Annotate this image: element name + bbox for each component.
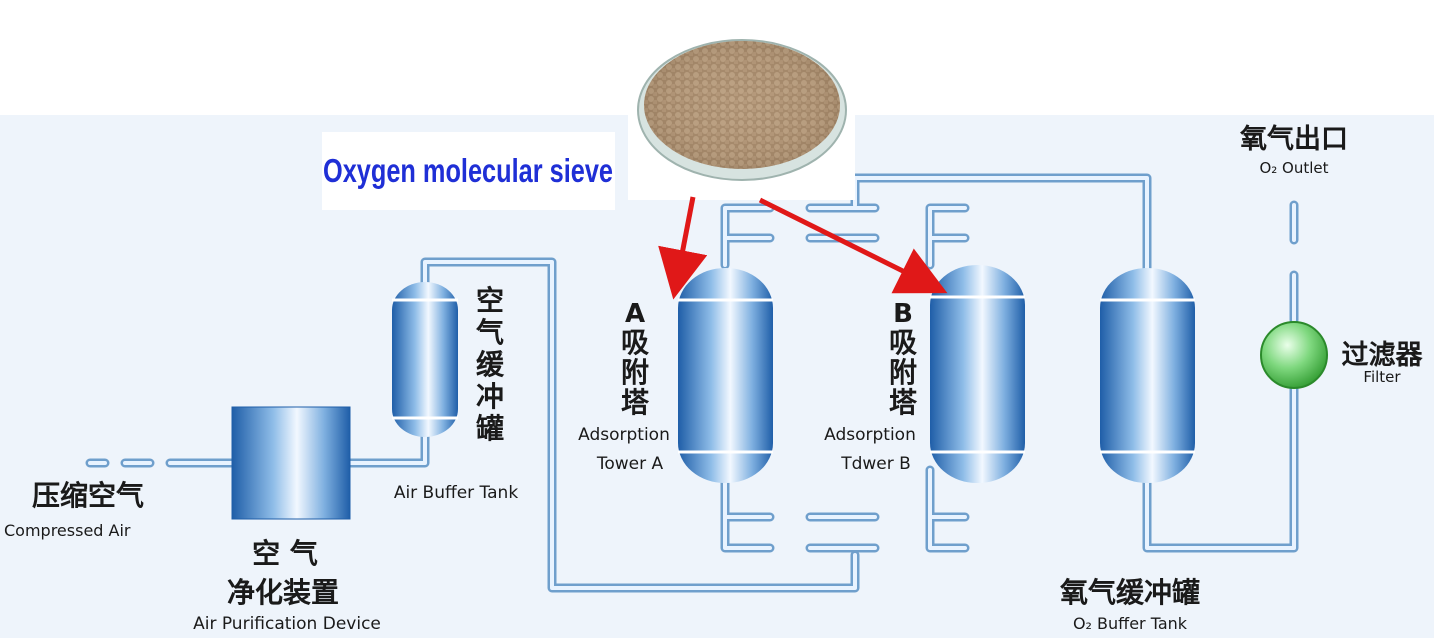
- tower-b-zh-char: 塔: [889, 386, 918, 419]
- o2-outlet-zh: 氧气出口: [1239, 124, 1348, 155]
- tower-a-en-line1: Adsorption: [578, 425, 670, 445]
- tower-b-zh-char: 附: [889, 356, 917, 389]
- air-buffer-tank-en: Air Buffer Tank: [394, 483, 519, 503]
- filter-icon: [1260, 321, 1328, 389]
- tower-b-zh: B 吸 附 塔: [889, 299, 918, 419]
- air-buffer-tank-zh-char: 缓: [476, 348, 505, 381]
- air-purification-device: [231, 406, 351, 520]
- air-buffer-tank-zh-char: 冲: [476, 380, 504, 413]
- compressed-air-zh: 压缩空气: [32, 479, 144, 512]
- air-buffer-tank-zh: 空 气 缓 冲 罐: [475, 284, 505, 445]
- tower-a-zh: A 吸 附 塔: [621, 299, 650, 419]
- tower-b-zh-char: B: [893, 299, 913, 329]
- callout-arrow-to-tower-b: [758, 197, 948, 294]
- callout-label: Oxygen molecular sieve: [323, 152, 613, 189]
- adsorption-tower-b: [930, 265, 1025, 483]
- compressed-air-en: Compressed Air: [4, 521, 131, 540]
- o2-buffer-tank-en: O₂ Buffer Tank: [1073, 614, 1188, 633]
- o2-buffer-tank-zh: 氧气缓冲罐: [1060, 576, 1200, 609]
- callout-arrow-to-tower-a: [658, 196, 708, 300]
- air-purification-en: Air Purification Device: [193, 614, 381, 634]
- tower-a-zh-char: 吸: [621, 326, 649, 359]
- callout-label-box: [322, 132, 615, 210]
- tower-b-en-line2: Tdwer B: [840, 454, 911, 474]
- tower-a-zh-char: 塔: [621, 386, 650, 419]
- adsorption-tower-a: [678, 268, 773, 483]
- o2-outlet-en: O₂ Outlet: [1259, 159, 1328, 177]
- air-purification-zh-line2: 净化装置: [227, 576, 339, 609]
- filter-en: Filter: [1363, 368, 1401, 386]
- molecular-sieve-dish-image: [637, 39, 847, 181]
- tower-a-zh-char: 附: [621, 356, 649, 389]
- o2-buffer-tank: [1100, 268, 1195, 483]
- filter-zh: 过滤器: [1342, 340, 1424, 371]
- air-buffer-tank: [392, 282, 458, 437]
- air-purification-zh-line1: 空 气: [252, 537, 318, 570]
- tower-a-en-line2: Tower A: [596, 454, 664, 474]
- tower-b-en-line1: Adsorption: [824, 425, 916, 445]
- air-buffer-tank-zh-char: 罐: [476, 412, 504, 445]
- tower-a-zh-char: A: [625, 299, 645, 329]
- air-buffer-tank-zh-char: 气: [475, 316, 504, 349]
- air-buffer-tank-zh-char: 空: [476, 284, 504, 317]
- tower-b-zh-char: 吸: [889, 326, 917, 359]
